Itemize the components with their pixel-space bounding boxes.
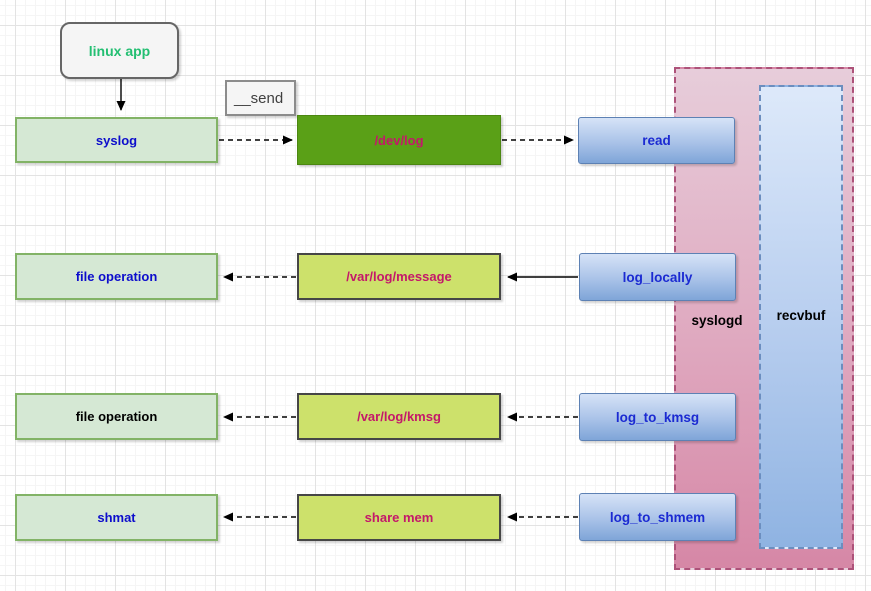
node-shmat[interactable]: shmat bbox=[15, 494, 218, 541]
node-var-log-message-label: /var/log/message bbox=[346, 269, 452, 284]
node-log-to-shmem[interactable]: log_to_shmem bbox=[579, 493, 736, 541]
node-linux-app-label: linux app bbox=[88, 42, 151, 59]
send-edge-label[interactable]: __send bbox=[225, 80, 296, 116]
node-log-locally-label: log_locally bbox=[622, 269, 693, 285]
syslogd-label: syslogd bbox=[691, 313, 743, 328]
node-log-to-kmsg-label: log_to_kmsg bbox=[615, 409, 700, 425]
node-share-mem[interactable]: share mem bbox=[297, 494, 501, 541]
send-edge-label-text: __send bbox=[234, 89, 284, 107]
node-log-to-kmsg[interactable]: log_to_kmsg bbox=[579, 393, 736, 441]
node-file-operation-top-label: file operation bbox=[75, 269, 158, 284]
node-var-log-message[interactable]: /var/log/message bbox=[297, 253, 501, 300]
node-syslog[interactable]: syslog bbox=[15, 117, 218, 163]
node-linux-app[interactable]: linux app bbox=[60, 22, 179, 79]
node-dev-log[interactable]: /dev/log bbox=[297, 115, 501, 165]
node-share-mem-label: share mem bbox=[364, 510, 434, 525]
node-shmat-label: shmat bbox=[97, 510, 136, 525]
node-syslog-label: syslog bbox=[95, 132, 138, 148]
node-file-operation-bottom-label: file operation bbox=[75, 409, 158, 424]
node-var-log-kmsg[interactable]: /var/log/kmsg bbox=[297, 393, 501, 440]
recvbuf-buffer[interactable] bbox=[759, 85, 843, 549]
node-log-locally[interactable]: log_locally bbox=[579, 253, 736, 301]
node-read-label: read bbox=[642, 133, 671, 148]
node-log-to-shmem-label: log_to_shmem bbox=[609, 509, 706, 525]
node-dev-log-label: /dev/log bbox=[374, 132, 424, 148]
node-read[interactable]: read bbox=[578, 117, 735, 164]
node-var-log-kmsg-label: /var/log/kmsg bbox=[357, 409, 441, 424]
node-file-operation-top[interactable]: file operation bbox=[15, 253, 218, 300]
node-file-operation-bottom[interactable]: file operation bbox=[15, 393, 218, 440]
recvbuf-label: recvbuf bbox=[776, 308, 826, 323]
